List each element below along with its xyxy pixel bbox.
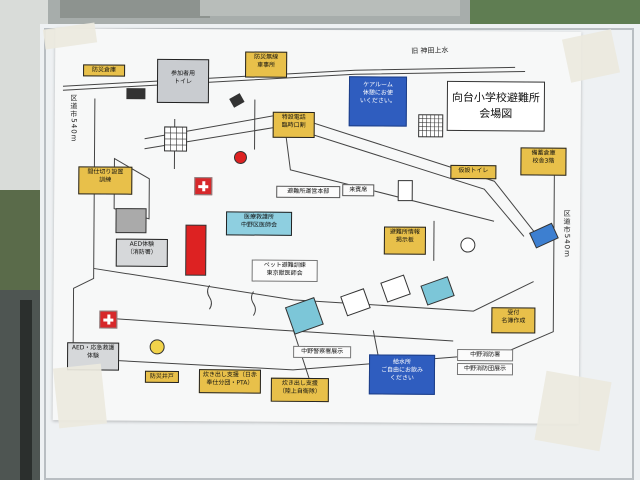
west-road-label: 区道市540m <box>69 94 78 143</box>
shobo-label: 中野消防署 <box>457 348 514 362</box>
shobo-dan-label: 中野消防団展示 <box>456 362 514 376</box>
keisatsu-label: 中野警察署展示 <box>293 345 352 359</box>
iryo-kyugo-label: 医療救護所 中野区医師会 <box>225 211 293 236</box>
kyusui-label: 給水所 ご自由にお飲み ください <box>368 354 436 395</box>
bosai-souko-label: 防災倉庫 <box>83 64 126 77</box>
takidashi-nisseki-label: 炊き出し支援（日赤 奉仕分団・PTA） <box>198 369 261 394</box>
evacuation-map-poster: 向台小学校避難所 会場図 区道市540m 区道市540m 旧 神田上水 防災倉庫… <box>52 28 582 424</box>
medical-cross-icon <box>194 177 213 196</box>
raihin-label: 来賓席 <box>342 184 375 197</box>
aed-cross-icon <box>99 310 118 329</box>
care-room-label: ケアルーム 休憩にお使 いください。 <box>348 76 408 127</box>
north-road-label: 旧 神田上水 <box>411 46 449 56</box>
tape-bottom-right <box>534 370 612 452</box>
kasetsu-toilet-label: 仮設トイレ <box>450 164 497 180</box>
sankasha-toilet-label: 参加者用 トイレ <box>156 58 210 104</box>
board-frame <box>44 28 634 480</box>
pet-label: ペット避難訓練 東京獣医師会 <box>251 259 318 283</box>
aed-shobo-label: AED体験 （消防署） <box>115 238 168 267</box>
bosai-musen-label: 防災無線 車事所 <box>245 51 288 78</box>
tokusetsu-denwa-label: 特設電話 臨時口割 <box>272 111 315 138</box>
jouhou-keijiban-label: 避難所情報 掲示板 <box>383 226 426 255</box>
poster-title: 向台小学校避難所 会場図 <box>446 80 546 132</box>
takidashi-jieitai-label: 炊き出し支援 （陸上自衛隊） <box>270 377 329 403</box>
shikiri-label: 間仕切り設置 訓練 <box>78 166 133 195</box>
bosai-ido-label: 防災井戸 <box>144 370 179 384</box>
hinanjo-unei-label: 避難所運営本部 <box>276 185 341 199</box>
bichiku-souko-label: 備蓄倉庫 校舎3階 <box>520 147 567 176</box>
tape-bottom-left <box>52 363 108 429</box>
east-road-label: 区道市540m <box>562 209 572 258</box>
uketsuke-label: 受付 名簿作成 <box>491 307 536 334</box>
